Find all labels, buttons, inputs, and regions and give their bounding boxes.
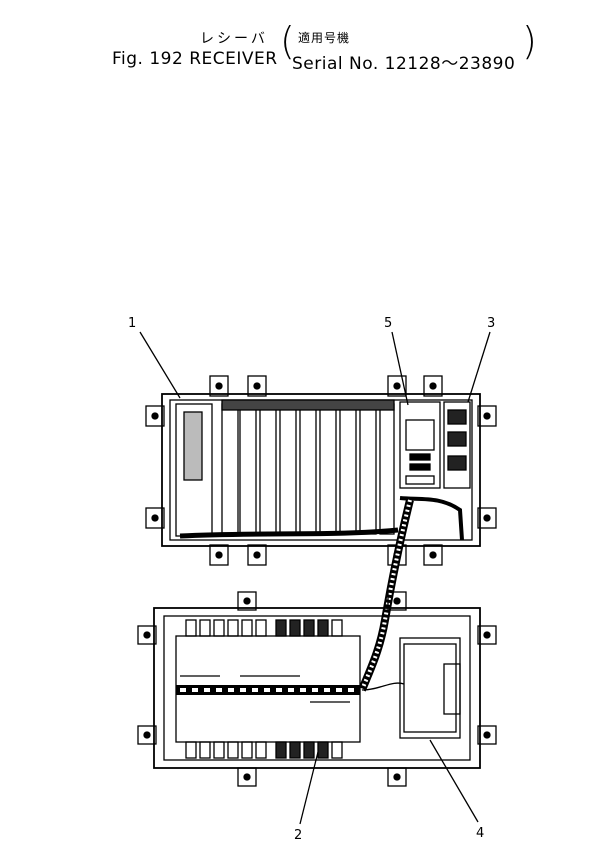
mount-tab (477, 725, 497, 745)
terminal-strip-bottom (185, 741, 343, 759)
open-paren: ( (280, 19, 295, 63)
callout-3: 3 (487, 316, 496, 331)
mount-tab (209, 544, 229, 566)
mount-tab (387, 375, 407, 397)
callout-1: 1 (128, 316, 137, 331)
mount-tab (137, 725, 157, 745)
leader-line-3 (467, 331, 491, 403)
mount-tab (237, 591, 257, 611)
callout-5: 5 (384, 316, 393, 331)
terminal-strip-top (185, 619, 343, 637)
mount-tab (477, 625, 497, 645)
mount-tab (247, 544, 267, 566)
mount-tab (145, 507, 165, 529)
mount-tab (477, 405, 497, 427)
mount-tab (209, 375, 229, 397)
mount-tab (387, 591, 407, 611)
callout-2: 2 (294, 828, 303, 843)
callout-4: 4 (476, 826, 485, 841)
leader-line-2 (299, 751, 319, 825)
mount-tab (137, 625, 157, 645)
japanese-part-name: レシーバ (200, 31, 268, 47)
serial-range: Serial No. 12128～23890 (292, 54, 516, 74)
leader-line-4 (429, 739, 479, 823)
upper-receiver-case (145, 375, 497, 566)
mount-tab (423, 544, 443, 566)
lower-terminal-box (137, 591, 497, 787)
mount-tab (247, 375, 267, 397)
mount-tab (477, 507, 497, 529)
figure-title: Fig. 192 RECEIVER (112, 49, 278, 69)
mount-tab (423, 375, 443, 397)
corrugated-harness (358, 499, 414, 692)
leader-line-5 (391, 331, 409, 406)
mount-tab (145, 405, 165, 427)
close-paren: ) (522, 19, 537, 63)
leader-line-1 (139, 331, 181, 399)
applicable-models-label: 適用号機 (298, 31, 351, 45)
